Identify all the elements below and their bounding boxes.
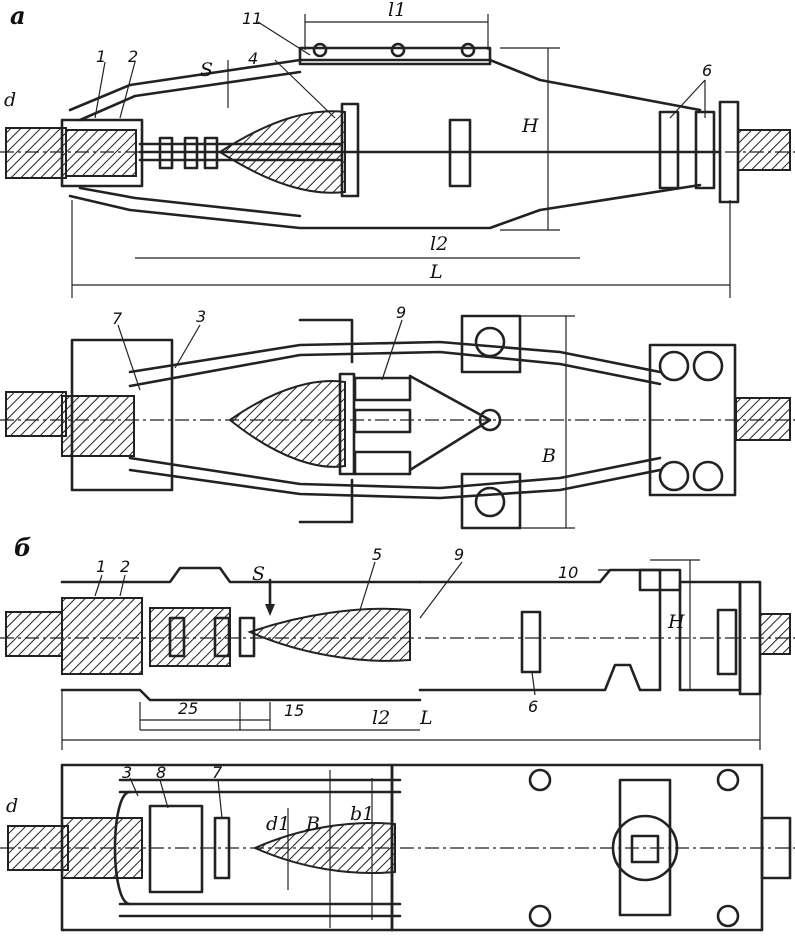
dim-B-b: В <box>305 813 320 835</box>
label-9-a: 9 <box>396 303 406 322</box>
dim-H-b: H <box>667 611 685 633</box>
dim-d1-b: d1 <box>266 813 290 835</box>
panel-b-plan-view <box>0 763 795 932</box>
label-3-a: 3 <box>196 307 206 326</box>
label-8-b: 8 <box>156 763 166 782</box>
label-1-a: 1 <box>96 47 106 66</box>
label-3-b: 3 <box>122 763 132 782</box>
label-7-a: 7 <box>112 309 123 328</box>
panel-a-section-view <box>0 14 795 298</box>
dim-L-top: L <box>429 261 443 283</box>
panel-label-b: б <box>14 533 31 562</box>
dim-d-top: d <box>4 89 16 111</box>
dim-L-b: L <box>419 707 433 729</box>
dim-d-b: d <box>6 795 18 817</box>
panel-a-plan-view <box>0 314 795 530</box>
label-2-b: 2 <box>120 557 130 576</box>
label-10-b: 10 <box>558 563 578 582</box>
dim-S-b: S <box>252 563 265 585</box>
label-6-a: 6 <box>702 61 712 80</box>
panel-b-section-view <box>0 559 795 750</box>
dim-b1-b: b1 <box>350 803 374 825</box>
label-6-b: 6 <box>528 697 538 716</box>
dim-l1-top: l1 <box>388 0 406 21</box>
label-9-b: 9 <box>454 545 464 564</box>
label-11-a: 11 <box>242 9 262 28</box>
dim-15: 15 <box>284 701 304 720</box>
dim-H-top: H <box>521 115 539 137</box>
panel-label-a: а <box>10 1 26 30</box>
label-1-b: 1 <box>96 557 106 576</box>
dim-25: 25 <box>178 699 198 718</box>
dim-l2-b: l2 <box>372 707 390 729</box>
dim-l2-top: l2 <box>430 233 448 255</box>
label-7-b: 7 <box>212 763 223 782</box>
label-2-a: 2 <box>128 47 138 66</box>
dim-S-top: S <box>200 59 213 81</box>
dim-B-plan-a: В <box>541 445 556 467</box>
label-4-a: 4 <box>248 49 258 68</box>
label-5-b: 5 <box>372 545 382 564</box>
